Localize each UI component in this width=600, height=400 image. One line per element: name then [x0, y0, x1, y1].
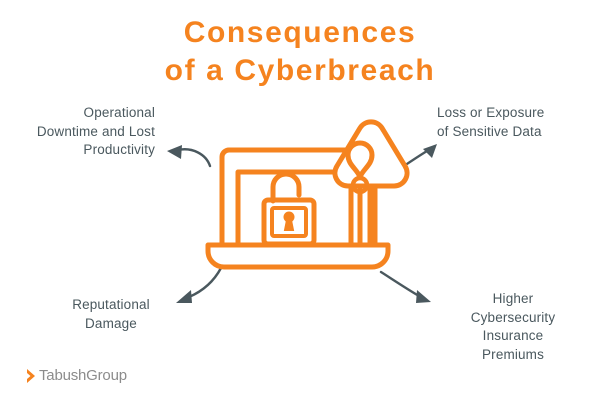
arrowhead-down-left-icon — [176, 290, 192, 303]
callout-line: Productivity — [83, 142, 155, 157]
padlock-body-outer — [261, 197, 317, 247]
callout-insurance-premiums: Higher Cybersecurity Insurance Premiums — [448, 290, 578, 364]
callout-operational-downtime: Operational Downtime and Lost Productivi… — [37, 104, 155, 160]
arrowhead-up-left-icon — [167, 145, 182, 159]
brand-logo-text: TabushGroup — [39, 367, 127, 384]
arrow-down-left-icon — [187, 266, 223, 299]
arrow-down-right-icon — [379, 270, 421, 298]
callout-line: Reputational — [72, 297, 150, 312]
exclamation-stroke-icon — [345, 140, 375, 180]
exclamation-dot-icon — [350, 175, 370, 195]
padlock-shackle-icon — [270, 171, 302, 204]
padlock-keyhole-icon — [283, 211, 295, 231]
chevron-right-mark-icon — [27, 369, 35, 383]
title-line-2: of a Cyberbreach — [164, 54, 436, 87]
callout-line: of Sensitive Data — [437, 123, 542, 139]
brand-logo: TabushGroup — [26, 366, 127, 386]
callout-line: Cybersecurity — [470, 309, 556, 325]
arrowhead-up-right-icon — [423, 144, 437, 158]
callout-line: Damage — [85, 315, 137, 331]
callout-line: Insurance — [482, 328, 544, 343]
arrowhead-down-right-icon — [416, 290, 431, 303]
title-line-1: Consequences — [183, 16, 417, 49]
callout-line: Higher — [492, 291, 534, 306]
callout-line: Downtime and Lost — [36, 123, 155, 139]
laptop-base — [205, 242, 391, 270]
callout-line: Premiums — [482, 346, 544, 362]
padlock-body-inner — [270, 206, 308, 238]
page-title: Consequences of a Cyberbreach — [0, 14, 600, 90]
callout-reputational-damage: Reputational Damage — [52, 296, 170, 333]
callout-line: Operational — [83, 105, 155, 120]
callout-data-loss: Loss or Exposure of Sensitive Data — [437, 104, 544, 141]
callout-line: Loss or Exposure — [437, 105, 545, 120]
